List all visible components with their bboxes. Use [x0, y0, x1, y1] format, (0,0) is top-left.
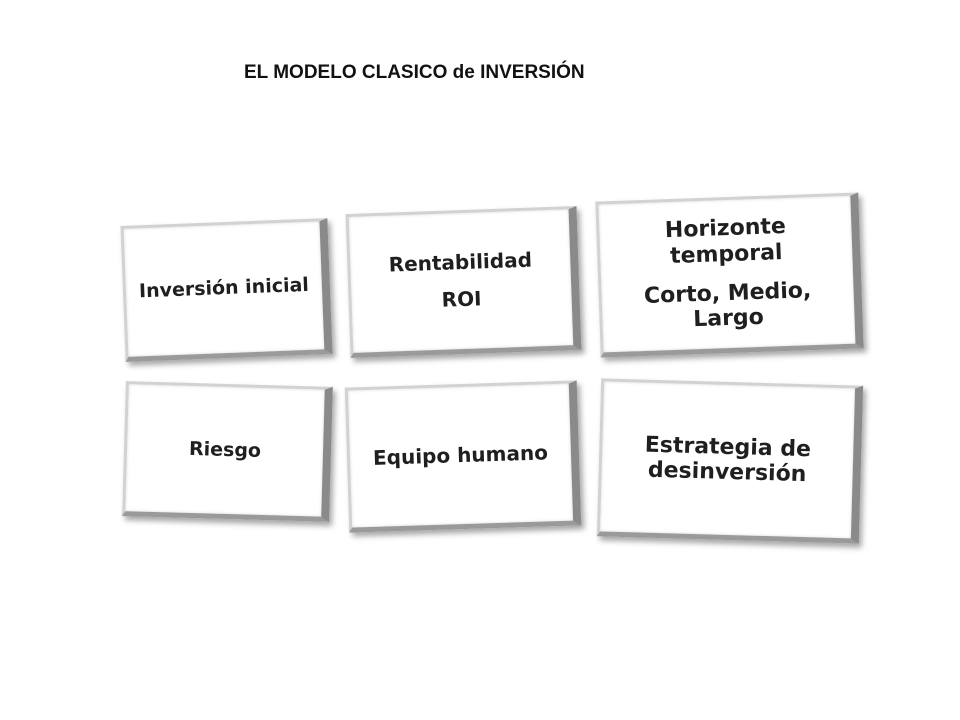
card-label: Estrategia de desinversión [644, 432, 812, 488]
card-horizonte-temporal: Horizonte temporal Corto, Medio, Largo [595, 192, 864, 358]
slide-title: EL MODELO CLASICO de INVERSIÓN [244, 62, 585, 83]
card-label: Rentabilidad [388, 247, 533, 277]
card-equipo-humano: Equipo humano [344, 380, 582, 533]
card-label: Horizonte temporal [664, 214, 787, 269]
card-label: Equipo humano [372, 440, 549, 470]
card-sublabel: ROI [441, 286, 482, 312]
card-estrategia-desinversion: Estrategia de desinversión [596, 378, 864, 544]
card-label: Riesgo [188, 437, 262, 462]
card-sublabel: Corto, Medio, Largo [643, 278, 812, 333]
card-riesgo: Riesgo [122, 381, 333, 522]
card-label: Inversión inicial [138, 273, 310, 303]
card-rentabilidad: Rentabilidad ROI [345, 206, 582, 358]
card-inversion-inicial: Inversión inicial [120, 218, 333, 362]
